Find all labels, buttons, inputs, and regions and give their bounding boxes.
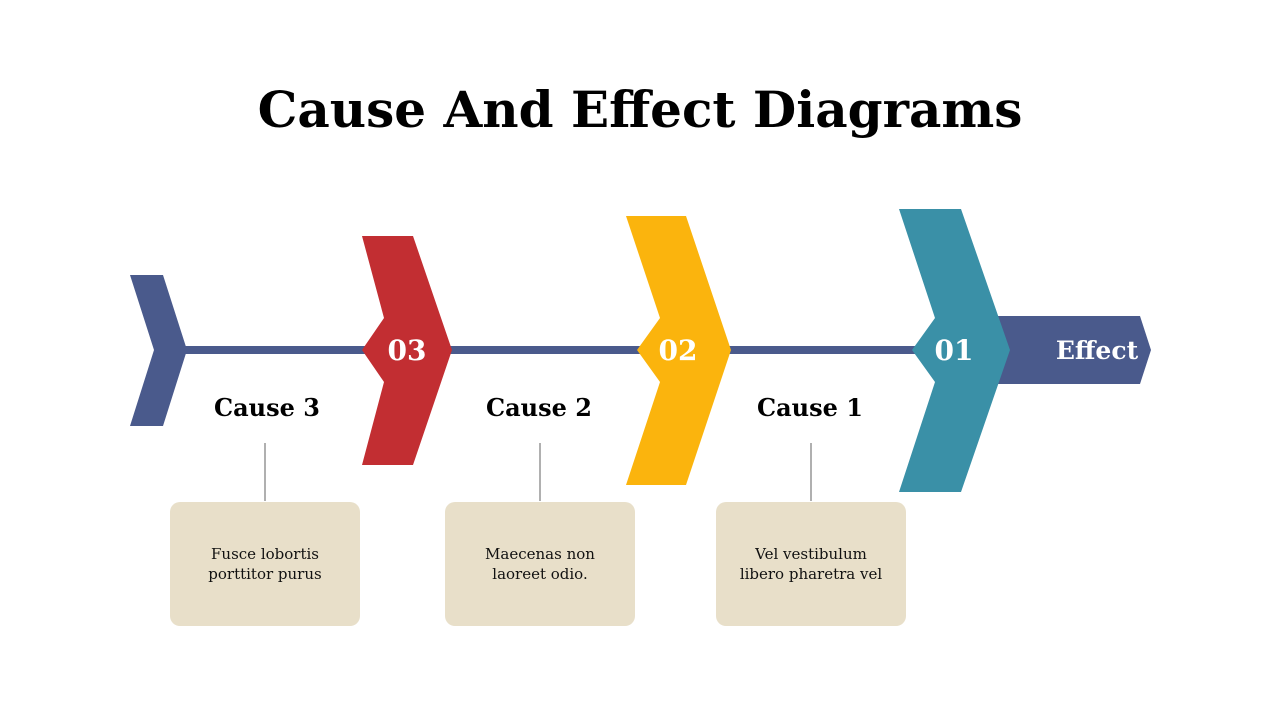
cause-1-number: 01 (935, 334, 974, 367)
cause-2-description: Maecenas non laoreet odio. (465, 544, 615, 584)
effect-arrow (995, 316, 1151, 384)
cause-2-description-box: Maecenas non laoreet odio. (445, 502, 635, 626)
effect-label: Effect (1056, 336, 1139, 365)
cause-3-connector (264, 443, 266, 501)
cause-2-chevron (626, 216, 731, 485)
cause-3-description-box: Fusce lobortis porttitor purus (170, 502, 360, 626)
page-title: Cause And Effect Diagrams (257, 80, 1023, 139)
spine-line (180, 346, 920, 354)
cause-3-description-line-1: Fusce lobortis (211, 545, 319, 563)
tail-chevron (130, 275, 187, 426)
cause-2-description-line-1: Maecenas non (485, 545, 595, 563)
cause-3-description-line-2: porttitor purus (208, 565, 322, 583)
cause-3-label: Cause 3 (214, 393, 320, 422)
cause-2-number: 02 (659, 334, 698, 367)
cause-3-number: 03 (388, 334, 427, 367)
cause-2-label: Cause 2 (486, 393, 592, 422)
cause-3-description: Fusce lobortis porttitor purus (190, 544, 340, 584)
cause-1-connector (810, 443, 812, 501)
cause-1-chevron (899, 209, 1010, 492)
cause-1-description: Vel vestibulum libero pharetra vel (736, 544, 886, 584)
cause-2-connector (539, 443, 541, 501)
cause-1-description-line-1: Vel vestibulum (755, 545, 867, 563)
cause-1-label: Cause 1 (757, 393, 863, 422)
cause-1-description-box: Vel vestibulum libero pharetra vel (716, 502, 906, 626)
cause-2-description-line-2: laoreet odio. (492, 565, 588, 583)
cause-1-description-line-2: libero pharetra vel (739, 565, 883, 583)
cause-3-chevron (362, 236, 452, 465)
